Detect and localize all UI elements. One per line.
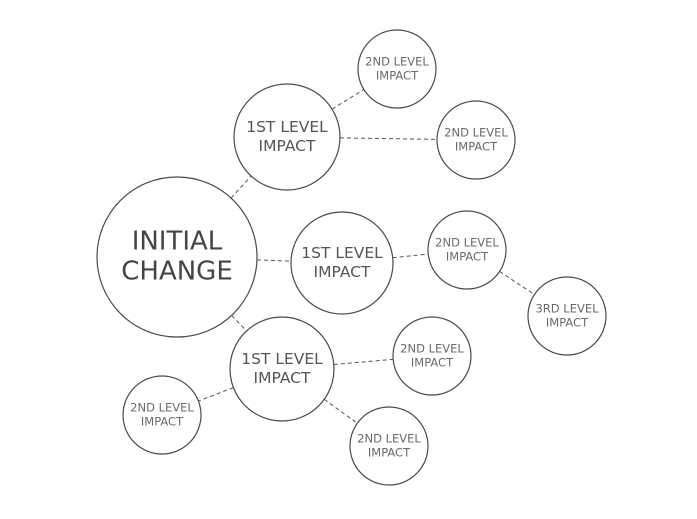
connector-l2-mid-to-l3-mid <box>499 271 535 295</box>
node-label-line: CHANGE <box>121 257 233 287</box>
node-label-line: 2ND LEVEL <box>365 55 429 69</box>
connector-initial-to-l1-bot <box>231 315 247 332</box>
node-label-line: IMPACT <box>546 316 589 330</box>
connector-l1-top-to-l2-top-a <box>331 89 365 110</box>
node-circle <box>357 29 437 109</box>
node-label-line: 2ND LEVEL <box>444 126 508 140</box>
node-label-line: 2ND LEVEL <box>357 432 421 446</box>
node-circle <box>436 100 516 180</box>
node-circle <box>122 375 202 455</box>
connector-l1-top-to-l2-top-b <box>339 137 438 140</box>
node-label-line: 3RD LEVEL <box>535 302 599 316</box>
node-label-line: 1ST LEVEL <box>301 244 383 262</box>
node-circle <box>427 210 507 290</box>
node-label-line: IMPACT <box>254 369 311 387</box>
node-circle <box>96 176 258 338</box>
node-label-line: IMPACT <box>455 140 498 154</box>
node-label-line: IMPACT <box>259 137 316 155</box>
node-circle <box>392 316 472 396</box>
node-circle <box>229 316 335 422</box>
node-label-line: IMPACT <box>314 263 371 281</box>
node-label-line: 2ND LEVEL <box>130 401 194 415</box>
node-label-line: 2ND LEVEL <box>435 236 499 250</box>
node-label-line: IMPACT <box>376 69 419 83</box>
node-label-line: IMPACT <box>411 356 454 370</box>
node-label-line: IMPACT <box>141 415 184 429</box>
connector-l1-bot-to-l2-bot-left <box>198 387 234 402</box>
node-circle <box>233 83 341 191</box>
node-circle <box>527 276 607 356</box>
node-label-line: 1ST LEVEL <box>241 350 323 368</box>
connector-l1-mid-to-l2-mid <box>392 253 429 259</box>
node-label-line: 1ST LEVEL <box>246 118 328 136</box>
node-label-line: IMPACT <box>368 446 411 460</box>
connector-l1-bot-to-l2-bot-right <box>333 358 394 366</box>
connector-initial-to-l1-top <box>230 175 252 199</box>
node-label-line: 2ND LEVEL <box>400 342 464 356</box>
node-label-line: IMPACT <box>446 250 489 264</box>
node-circle <box>290 211 394 315</box>
node-circle <box>349 406 429 486</box>
connectors <box>198 89 535 424</box>
node-label-line: INITIAL <box>132 227 223 257</box>
connector-l1-bot-to-l2-bot-low <box>323 398 358 424</box>
connector-initial-to-l1-mid <box>256 259 292 262</box>
